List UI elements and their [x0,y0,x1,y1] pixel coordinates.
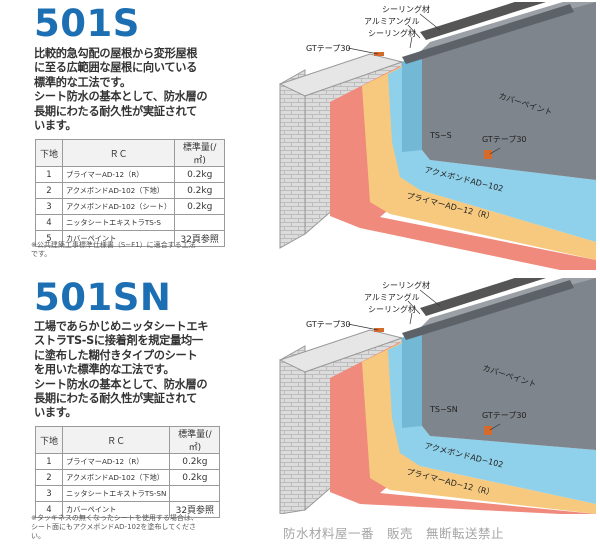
spec-section-501s: 501S 比較的急勾配の屋根から変形屋根 に至る広範囲な屋根に向いている 標準的… [0,0,600,272]
standard-amount: 0.2kg [174,198,226,215]
description-line: を用いた標準的な工法です。 [34,363,175,377]
label-gt-tape-top: GTテープ30 [306,44,351,53]
method-description: 工場であらかじめニッタシートエキ ストラTS-Sに接着剤を規定量均一 に塗布した… [34,320,264,421]
description-line: に至る広範囲な屋根に向いている [34,61,197,75]
label-gt-tape: GTテープ30 [482,411,527,420]
column-header: 標準量(/㎡) [169,426,221,454]
roof-section-illustration: シーリング材 アルミアングル シーリング材 GTテープ30 カバーペイント TS… [278,2,596,270]
description-line: シート防水の基本として、防水層の [34,377,208,391]
bond-layer [362,62,596,260]
standard-amount: 0.2kg [169,453,221,470]
footnote-line: い。 [31,532,45,540]
standard-amount: 0.2kg [174,182,226,199]
step-number: 3 [35,198,63,215]
aluminum-angle [402,280,574,340]
standard-amount: 0.2kg [174,166,226,183]
label-gt-tape-top: GTテープ30 [306,320,351,329]
table-row: 3 ニッタシートエキストラTS-SN [35,485,221,502]
spec-table: 下地 ＲＣ 標準量(/㎡) 1 プライマーAD-12（R） 0.2kg 2 アク… [35,426,221,518]
label-sealing2: シーリング材 [368,304,416,314]
column-header: 標準量(/㎡) [174,139,226,167]
footnote-line: シート面にもアクメボンドAD-102を塗布してくださ [31,523,197,531]
step-number: 1 [35,453,63,470]
description-line: ストラTS-Sに接着剤を規定量均一 [34,334,203,348]
standard-amount [169,485,221,502]
table-row: 5 カバーペイント 32頁参照 [35,230,226,247]
label-angle: アルミアングル [364,16,420,26]
description-line: に塗布した糊付きタイプのシート [34,348,198,362]
step-number: 5 [35,230,63,247]
table-row: 3 アクメボンドAD-102（シート） 0.2kg [35,198,226,215]
column-header: 下地 [35,426,63,454]
table-header-row: 下地 ＲＣ 標準量(/㎡) [35,139,226,167]
material-name: プライマーAD-12（R） [61,453,171,470]
material-name: アクメボンドAD-102（下地） [61,182,176,199]
table-row: 1 プライマーAD-12（R） 0.2kg [35,166,226,183]
description-line: 長期にわたる耐久性が実証されて [34,104,197,118]
label-sealing: シーリング材 [382,4,430,14]
roof-section-illustration: シーリング材 アルミアングル シーリング材 GTテープ30 カバーペイント TS… [278,278,596,514]
footnote-line: ※公共建築工事標準仕様書（S−F1）に適合する工法 [31,241,196,249]
material-name: カバーペイント [61,230,176,247]
column-header: ＲＣ [61,426,171,454]
label-angle: アルミアングル [364,292,420,302]
method-description: 比較的急勾配の屋根から変形屋根 に至る広範囲な屋根に向いている 標準的な工法です… [34,47,264,133]
footnote-line: ※タッキネスの無くなったシートを使用する場合は、 [31,514,198,522]
description-line: 比較的急勾配の屋根から変形屋根 [34,47,198,60]
material-name: アクメボンドAD-102（シート） [61,198,176,215]
column-header: ＲＣ [61,139,176,167]
table-row: 1 プライマーAD-12（R） 0.2kg [35,453,221,470]
step-number: 4 [35,214,63,231]
gt-tape-marker [374,328,384,332]
concrete-wall [279,69,306,249]
footnote: ※公共建築工事標準仕様書（S−F1）に適合する工法 です。 [31,241,271,259]
description-line: 標準的な工法です。 [34,75,131,89]
standard-amount: 0.2kg [169,469,221,486]
watermark: 防水材料屋一番 販売 無断転送禁止 [283,526,505,541]
material-name: アクメボンドAD-102（下地） [61,469,171,486]
table-row: 2 アクメボンドAD-102（下地） 0.2kg [35,469,221,486]
description-line: います。 [34,119,77,133]
aluminum-angle [402,4,574,64]
method-code: 501SN [34,276,172,319]
method-code: 501S [34,2,140,45]
material-name: プライマーAD-12（R） [61,166,176,183]
gt-tape-marker [484,426,492,435]
material-name: ニッタシートエキストラTS-S [61,214,176,231]
sheet-layer [388,58,596,242]
spec-table: 下地 ＲＣ 標準量(/㎡) 1 プライマーAD-12（R） 0.2kg 2 アク… [35,139,226,247]
step-number: 3 [35,485,63,502]
material-name: カバーペイント [61,501,171,518]
step-number: 1 [35,166,63,183]
step-number: 2 [35,469,63,486]
standard-amount [174,214,226,231]
step-number: 2 [35,182,63,199]
description-line: 長期にわたる耐久性が実証されて [34,392,197,406]
description-line: います。 [34,406,77,420]
material-name: ニッタシートエキストラTS-SN [61,485,171,502]
spec-section-501sn: 501SN 工場であらかじめニッタシートエキ ストラTS-Sに接着剤を規定量均一… [0,278,600,554]
sheet-layer [388,334,596,504]
bond-layer [362,338,596,514]
table-row: 2 アクメボンドAD-102（下地） 0.2kg [35,182,226,199]
cover-paint-layer [422,2,596,180]
column-header: 下地 [35,139,63,167]
footnote: ※タッキネスの無くなったシートを使用する場合は、 シート面にもアクメボンドAD-… [31,514,271,541]
gt-tape-marker [374,52,384,56]
table-header-row: 下地 ＲＣ 標準量(/㎡) [35,426,221,454]
label-gt-tape: GTテープ30 [482,135,527,144]
standard-amount: 32頁参照 [174,230,226,247]
footnote-line: です。 [31,250,52,258]
description-line: 工場であらかじめニッタシートエキ [34,320,209,333]
label-sealing: シーリング材 [382,280,430,290]
table-row: 4 ニッタシートエキストラTS-S [35,214,226,231]
label-sheet: TS−S [429,131,452,140]
table-row: 4 カバーペイント 32頁参照 [35,501,221,518]
concrete-wall [279,345,306,514]
description-line: シート防水の基本として、防水層の [34,90,208,104]
label-sealing2: シーリング材 [368,28,416,38]
standard-amount: 32頁参照 [169,501,221,518]
label-sheet: TS−SN [429,405,458,414]
gt-tape-marker [484,150,492,159]
